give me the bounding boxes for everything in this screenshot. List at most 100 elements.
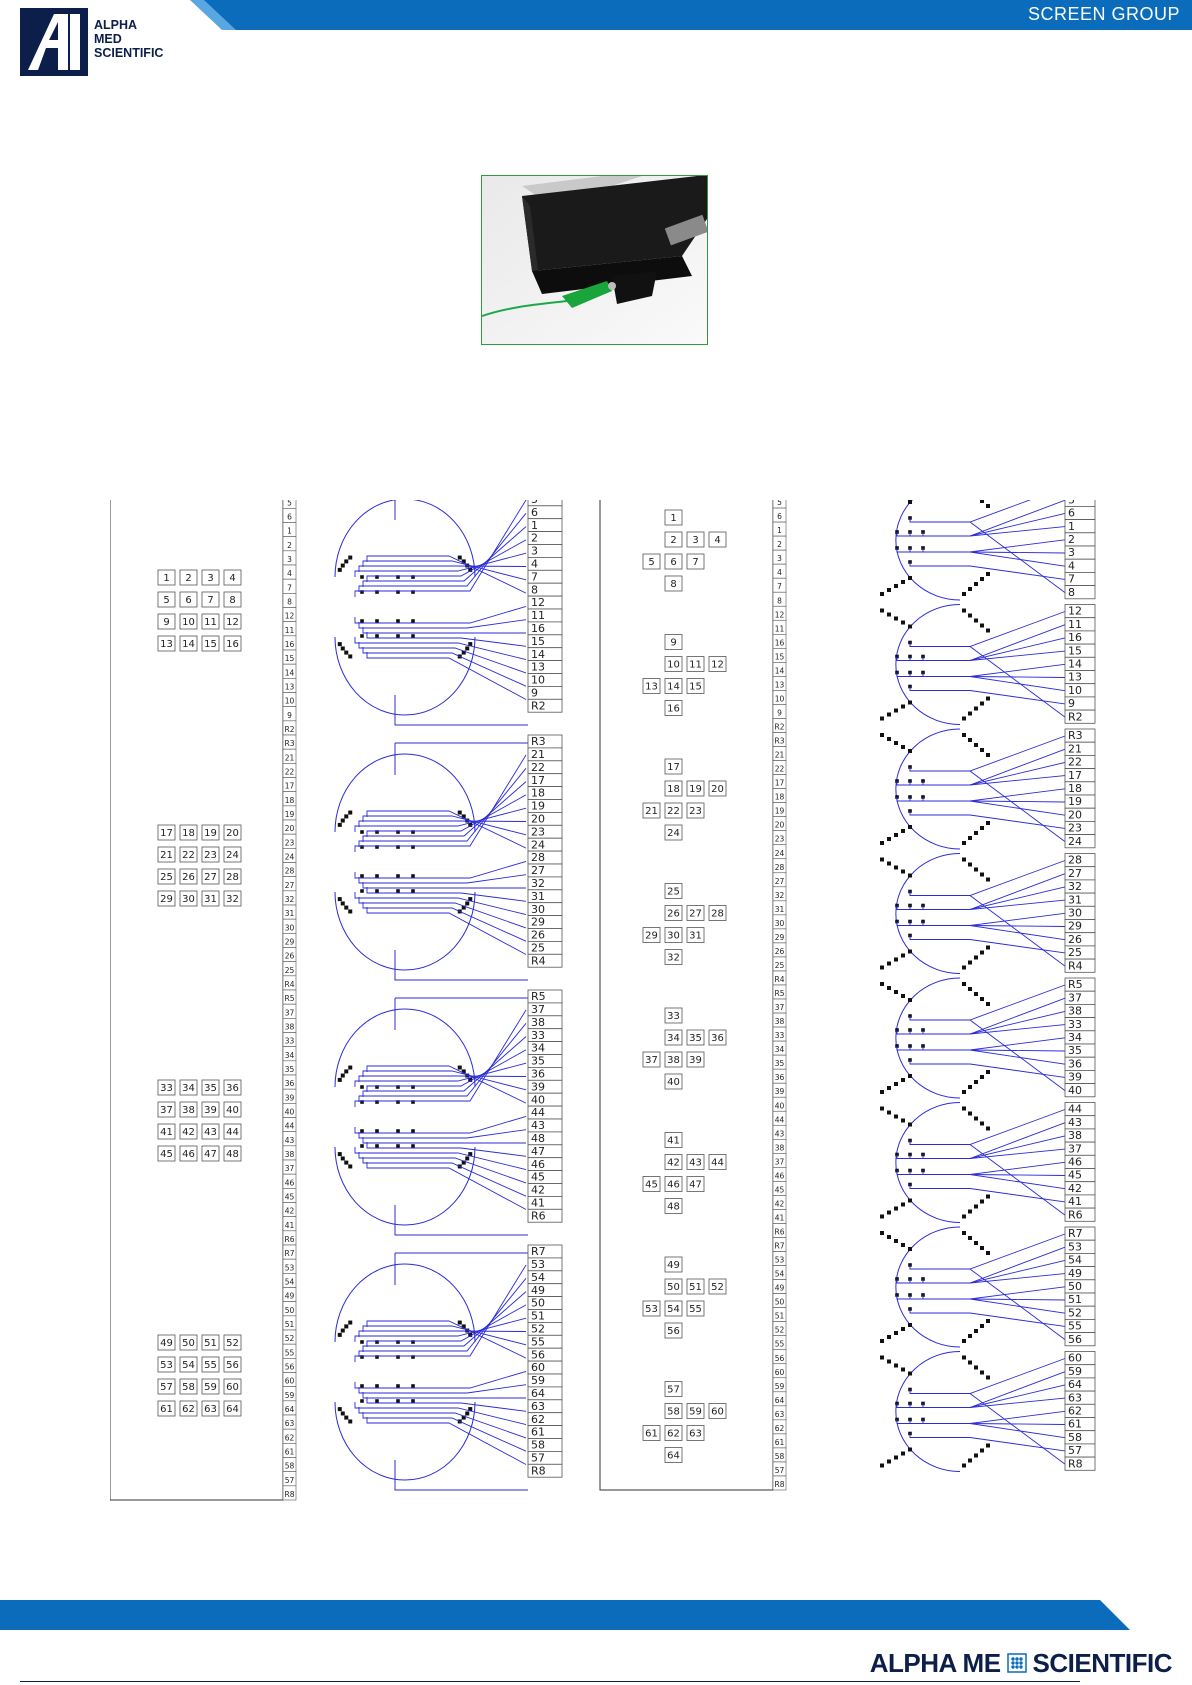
right-electrode-label: 55: [689, 1304, 702, 1315]
right-ground-dot: [887, 588, 891, 592]
left-connector-label: 32: [531, 877, 545, 890]
right-electrode-label: 12: [711, 659, 724, 670]
right-connector-label: 45: [1068, 1169, 1082, 1182]
left-ground-dot: [461, 1160, 466, 1165]
right-connector-label: 34: [1068, 1031, 1082, 1044]
left-strip-label: 23: [285, 838, 295, 847]
right-strip-label: 20: [775, 821, 785, 830]
left-strip-label: 39: [285, 1093, 295, 1102]
left-ground-dot: [344, 905, 349, 910]
left-electrode-label: 10: [182, 617, 195, 628]
right-ground-dot: [962, 1231, 966, 1235]
right-ground-dot: [908, 998, 912, 1002]
left-connector-label: 60: [531, 1361, 545, 1374]
left-strip-label: 12: [285, 612, 295, 621]
left-ground-dot: [465, 818, 470, 823]
right-ground-dot: [901, 745, 905, 749]
right-array-panel: [599, 500, 774, 1491]
left-arc-top: [334, 500, 476, 578]
left-electrode-dot: [411, 1355, 415, 1359]
left-electrode-label: 7: [207, 595, 213, 606]
left-electrode-label: 42: [182, 1127, 195, 1138]
left-electrode-dot: [375, 889, 379, 893]
left-electrode-label-box: [201, 1378, 220, 1395]
left-electrode-dot: [360, 1384, 364, 1388]
right-ground-dot: [968, 862, 972, 867]
right-electrode-label-box: [708, 656, 727, 672]
right-trace: [922, 899, 1066, 910]
right-ground-dot: [974, 1453, 978, 1458]
right-strip-label: 23: [775, 835, 785, 844]
right-ground-dot: [880, 608, 884, 613]
left-ground-dot: [337, 567, 342, 572]
right-electrode-label: 14: [667, 681, 680, 692]
right-ground-dot: [974, 743, 978, 747]
left-electrode-label: 14: [182, 639, 195, 650]
right-strip-label: 8: [777, 596, 782, 605]
right-ground-dot: [894, 1239, 898, 1243]
left-ground-dot: [465, 1411, 470, 1416]
right-trace: [909, 1140, 1066, 1216]
right-electrode-label: 8: [670, 579, 676, 590]
right-ground-dot: [880, 1214, 884, 1219]
left-electrode-label-box: [157, 1079, 176, 1096]
left-electrode-dot: [360, 1129, 364, 1133]
left-electrode-dot: [360, 1399, 364, 1403]
right-electrode-label: 30: [667, 930, 680, 941]
left-electrode-dot: [375, 575, 379, 579]
left-electrode-dot: [360, 575, 364, 579]
right-ground-dot: [962, 1463, 966, 1468]
left-trace: [358, 513, 527, 592]
left-ref-line: [394, 1205, 528, 1236]
left-electrode-dot: [396, 1085, 400, 1089]
left-trace: [354, 605, 527, 624]
left-strip-label: R8: [285, 1490, 295, 1499]
left-electrode-label-box: [223, 1145, 242, 1162]
left-ground-dot: [344, 1160, 349, 1165]
left-ground-dot: [340, 1156, 345, 1161]
left-ground-dot: [340, 563, 345, 568]
left-electrode-label-box: [179, 1378, 198, 1395]
right-ground-dot: [986, 1443, 990, 1448]
left-connector-label: 6: [531, 506, 538, 519]
right-ground-dot: [962, 608, 966, 613]
left-trace: [366, 1142, 527, 1157]
right-connector-label: 46: [1068, 1156, 1082, 1169]
right-trace: [896, 1037, 1066, 1051]
right-ground-dot: [894, 708, 898, 713]
right-trace: [922, 1397, 1066, 1408]
left-trace: [358, 619, 527, 629]
left-ground-dot: [461, 650, 466, 655]
right-connector-label: 22: [1068, 756, 1082, 769]
left-trace: [366, 1320, 527, 1359]
left-electrode-label-box: [201, 1145, 220, 1162]
right-electrode-label: 18: [667, 784, 680, 795]
left-connector-label: 63: [531, 1400, 545, 1413]
right-electrode-label-box: [664, 1176, 683, 1192]
right-ground-dot: [968, 1111, 972, 1116]
alpha-med-logo[interactable]: ALPHA MED SCIENTIFIC: [20, 8, 195, 76]
left-connector-label: 9: [531, 686, 538, 699]
right-strip-label: 38: [775, 1143, 785, 1152]
right-ground-dot: [986, 945, 990, 950]
right-electrode-label-box: [708, 1029, 727, 1046]
right-electrode-label-box: [664, 1029, 683, 1046]
left-trace: [354, 1062, 527, 1087]
right-strip-label: 30: [775, 919, 785, 928]
right-electrode-label-box: [686, 927, 705, 943]
left-strip-label: 32: [285, 895, 295, 904]
right-strip-label: 52: [775, 1326, 785, 1335]
right-electrode-label-box: [664, 1073, 683, 1090]
left-trace: [358, 1152, 527, 1184]
right-connector-label: 10: [1068, 684, 1082, 697]
right-electrode-label: 2: [670, 535, 676, 546]
right-strip-label: 22: [775, 765, 785, 774]
left-electrode-label-box: [179, 824, 198, 841]
left-electrode-label-box: [157, 868, 176, 885]
left-electrode-label-box: [201, 1123, 220, 1140]
right-electrode-label: 23: [689, 806, 702, 817]
left-electrode-label: 37: [160, 1105, 173, 1116]
left-electrode-label-box: [223, 1378, 242, 1395]
right-strip-label: 39: [775, 1087, 785, 1096]
left-strip-label: 41: [285, 1221, 295, 1230]
